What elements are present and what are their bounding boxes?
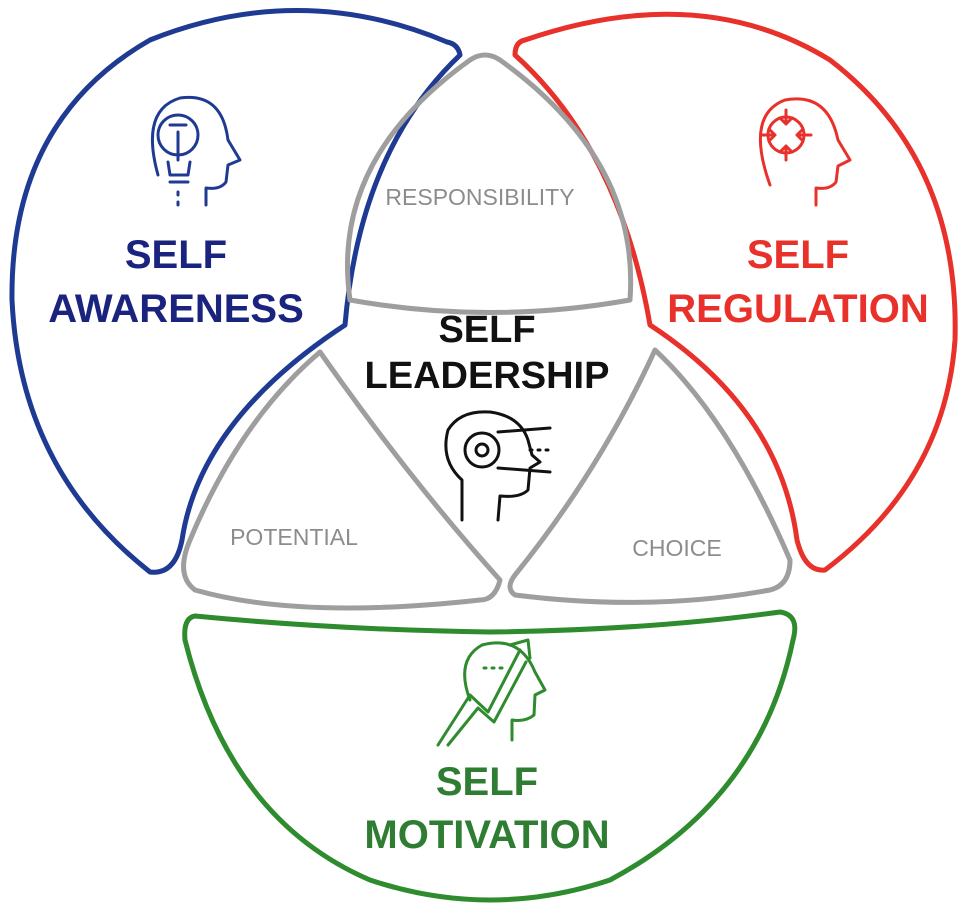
choice-lobe (507, 347, 793, 605)
head-lightbulb-icon (150, 95, 242, 207)
center-title-line2: LEADERSHIP (365, 355, 610, 397)
regulation-title-line2: REGULATION (667, 287, 928, 331)
choice-label: CHOICE (632, 535, 721, 561)
center-title-line1: SELF (438, 309, 535, 351)
head-target-icon (758, 97, 852, 207)
motivation-title-line1: SELF (436, 760, 538, 804)
motivation-title-line2: MOTIVATION (364, 813, 609, 857)
potential-label: POTENTIAL (230, 524, 358, 550)
head-gear-icon (444, 410, 552, 522)
motivation-petal (182, 609, 798, 903)
responsibility-label: RESPONSIBILITY (385, 184, 574, 210)
regulation-title-line1: SELF (747, 233, 849, 277)
awareness-title-line1: SELF (125, 233, 227, 277)
awareness-title-line2: AWARENESS (48, 287, 304, 331)
head-growth-arrow-icon (436, 638, 547, 747)
potential-lobe (181, 349, 503, 611)
awareness-petal (9, 8, 463, 575)
responsibility-lobe (345, 52, 634, 315)
